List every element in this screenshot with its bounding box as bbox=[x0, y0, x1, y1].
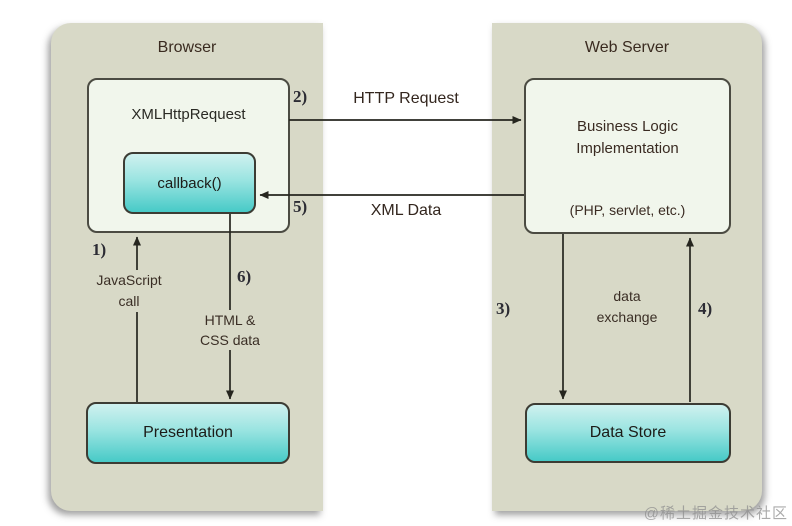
callback-box: callback() bbox=[123, 152, 256, 214]
step-1-number: 1) bbox=[92, 240, 107, 259]
step-5-number: 5) bbox=[293, 197, 308, 216]
xml-data-label: XML Data bbox=[370, 202, 442, 219]
data-exchange-line1: data bbox=[613, 288, 641, 304]
html-css-line1: HTML & bbox=[204, 312, 256, 328]
web-server-panel: Web Server Business Logic Implementation… bbox=[492, 23, 762, 511]
step-6-number: 6) bbox=[237, 267, 252, 286]
callback-label: callback() bbox=[157, 174, 222, 192]
data-store-box: Data Store bbox=[525, 403, 731, 463]
data-exchange-label: data exchange bbox=[577, 286, 677, 328]
javascript-call-line1: JavaScript bbox=[96, 272, 162, 288]
xmlhttprequest-label: XMLHttpRequest bbox=[131, 106, 246, 123]
step-4-number: 4) bbox=[698, 299, 713, 318]
web-server-panel-title: Web Server bbox=[584, 39, 670, 56]
presentation-label: Presentation bbox=[143, 424, 233, 441]
business-logic-box: Business Logic Implementation (PHP, serv… bbox=[524, 78, 731, 234]
html-css-line2: CSS data bbox=[200, 332, 260, 348]
step-3-number: 3) bbox=[496, 299, 511, 318]
xmlhttprequest-box: XMLHttpRequest callback() bbox=[87, 78, 290, 233]
javascript-call-line2: call bbox=[118, 293, 140, 309]
business-logic-line1: Business Logic bbox=[577, 118, 678, 135]
step-2-number: 2) bbox=[293, 87, 308, 106]
javascript-call-label: JavaScript call bbox=[82, 270, 176, 312]
presentation-box: Presentation bbox=[86, 402, 290, 464]
html-css-data-label: HTML & CSS data bbox=[187, 310, 273, 350]
data-exchange-line2: exchange bbox=[596, 309, 658, 325]
watermark: @稀土掘金技术社区 bbox=[643, 505, 788, 522]
browser-panel: Browser XMLHttpRequest callback() Presen… bbox=[51, 23, 323, 511]
business-logic-label: Business Logic Implementation bbox=[526, 116, 729, 160]
business-logic-line2: Implementation bbox=[576, 140, 679, 157]
data-store-label: Data Store bbox=[589, 424, 667, 441]
browser-panel-title: Browser bbox=[157, 39, 217, 56]
business-logic-subtitle: (PHP, servlet, etc.) bbox=[569, 202, 686, 218]
http-request-label: HTTP Request bbox=[353, 90, 459, 107]
